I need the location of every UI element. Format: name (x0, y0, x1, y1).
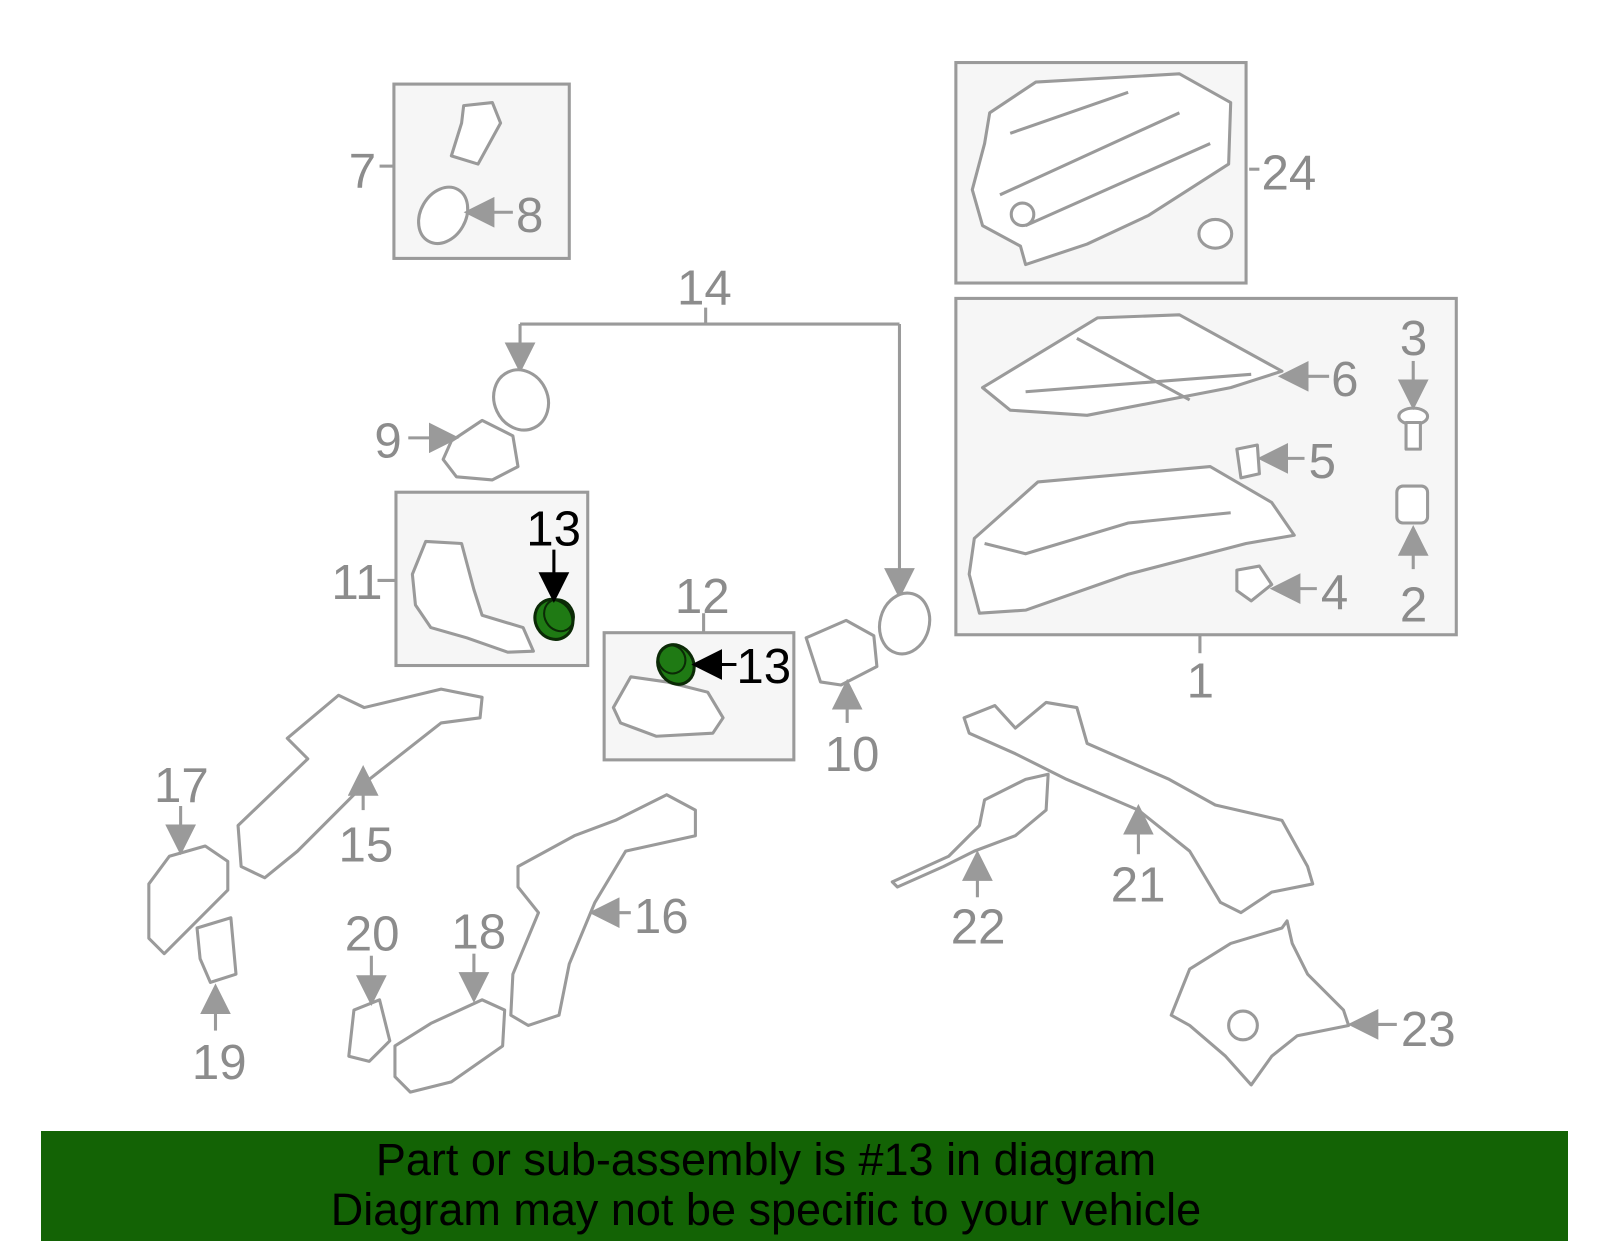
callout-5: 5 (1309, 434, 1336, 489)
callout-13-a: 13 (526, 502, 581, 557)
callout-15: 15 (339, 817, 394, 872)
part-5-grommet[interactable] (1235, 442, 1305, 480)
callout-22: 22 (951, 899, 1006, 954)
callout-12: 12 (675, 569, 730, 624)
callout-2: 2 (1400, 577, 1427, 632)
part-12-intake-duct[interactable] (611, 613, 725, 738)
part-24-engine-cover[interactable] (970, 72, 1260, 267)
banner-line-disclaimer: Diagram may not be specific to your vehi… (330, 1184, 1202, 1235)
callout-3: 3 (1400, 311, 1427, 366)
part-4-clip[interactable] (1235, 564, 1317, 604)
callout-11: 11 (331, 555, 382, 610)
part-10-hose[interactable] (804, 618, 879, 723)
part-20-clip[interactable] (347, 955, 392, 1063)
part-13-seal-ring-a[interactable] (528, 549, 580, 647)
banner-line-part-number: Part or sub-assembly is #13 in diagram (375, 1134, 1157, 1185)
callout-10: 10 (825, 727, 880, 782)
part-16-air-duct[interactable] (509, 793, 697, 1027)
part-22-bracket[interactable] (890, 772, 1050, 898)
callout-18: 18 (451, 905, 506, 960)
callout-24: 24 (1261, 146, 1316, 201)
part-6-filter-cover[interactable] (980, 313, 1330, 417)
callout-9: 9 (374, 413, 401, 468)
callout-17: 17 (154, 758, 209, 813)
callout-16: 16 (634, 889, 689, 944)
part-13-seal-ring-b[interactable] (651, 638, 737, 691)
callout-7: 7 (349, 144, 376, 199)
part-19-clip[interactable] (195, 916, 238, 1031)
part-14-clamp-lower[interactable] (873, 587, 936, 659)
callout-19: 19 (192, 1035, 247, 1090)
part-23-heat-shield[interactable] (1169, 919, 1397, 1087)
callout-20: 20 (345, 907, 400, 962)
callout-6: 6 (1331, 352, 1358, 407)
part-17-bracket[interactable] (147, 806, 230, 956)
callout-4: 4 (1321, 565, 1348, 620)
part-8-seal-ring[interactable] (409, 178, 513, 252)
part-14-clamp-upper[interactable] (484, 361, 558, 439)
part-3-screw[interactable] (1397, 360, 1430, 451)
part-18-duct-cover[interactable] (393, 953, 507, 1094)
part-2-bushing[interactable] (1395, 484, 1430, 570)
callout-1: 1 (1187, 653, 1214, 708)
part-9-hose[interactable] (408, 418, 520, 482)
part-21-bracket[interactable] (962, 700, 1315, 915)
part-14-clamp-callout (504, 307, 915, 599)
callout-21: 21 (1111, 857, 1166, 912)
callout-8: 8 (516, 188, 543, 243)
callout-13-b: 13 (736, 639, 791, 694)
info-banner: Part or sub-assembly is #13 in diagram D… (41, 1131, 1568, 1241)
part-7-sensor[interactable] (379, 101, 503, 168)
part-15-air-duct[interactable] (236, 687, 484, 880)
callout-23: 23 (1401, 1002, 1456, 1057)
part-1-air-cleaner-housing[interactable] (967, 465, 1296, 654)
callout-14: 14 (677, 261, 732, 316)
part-11-intake-duct[interactable] (377, 539, 535, 654)
